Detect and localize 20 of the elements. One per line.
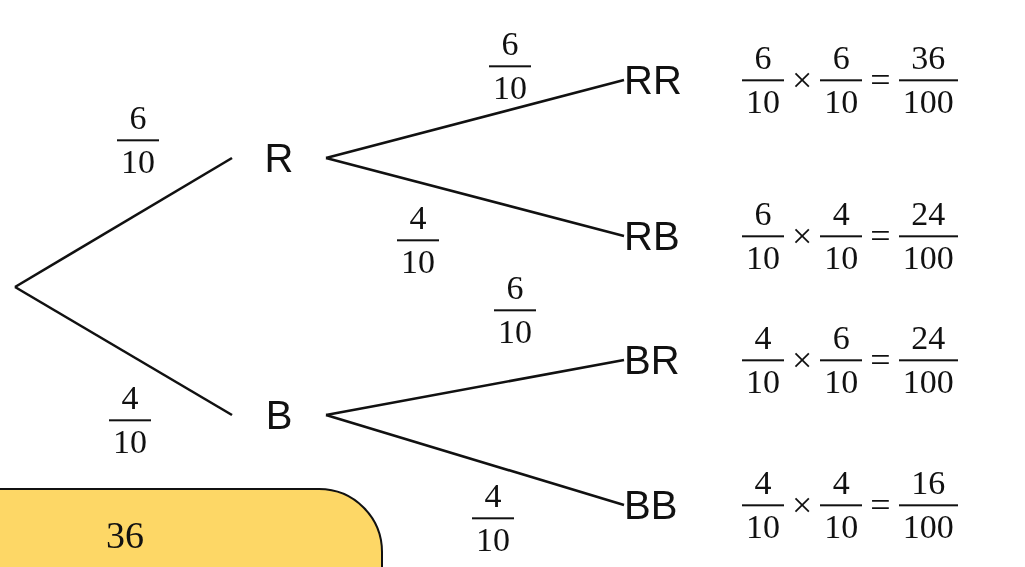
tree-branch [325,358,625,417]
tree-branch [325,156,625,238]
probability-fraction: 6 10 [489,26,531,106]
tree-branch [14,156,233,289]
outcome-label: B [232,385,326,445]
outcome-label: R [232,128,326,188]
probability-fraction: 4 10 [109,380,151,460]
outcome-label: RR [624,50,714,110]
probability-fraction: 4 10 [472,478,514,558]
tree-branch [325,78,625,160]
answer-panel [0,488,383,567]
probability-fraction: 4 10 [397,200,439,280]
outcome-label: BR [624,330,714,390]
tree-branch [325,413,625,507]
answer-number: 36 [106,516,144,554]
outcome-label: RB [624,206,714,266]
outcome-label: BB [624,475,714,535]
probability-fraction: 6 10 [494,270,536,350]
probability-fraction: 6 10 [117,100,159,180]
tree-branch [14,285,233,417]
